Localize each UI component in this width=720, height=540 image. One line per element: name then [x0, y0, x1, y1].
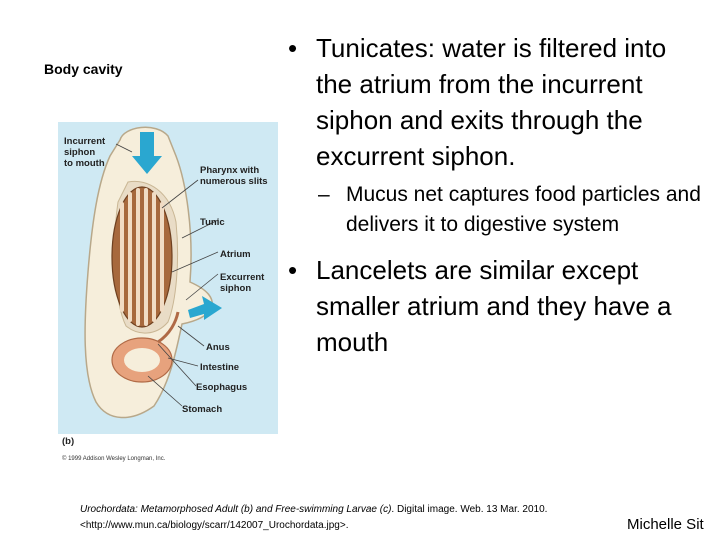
- label-incurrent-1: Incurrent: [64, 136, 106, 147]
- label-intestine: Intestine: [200, 362, 239, 373]
- pharynx-slits: [120, 188, 164, 326]
- label-anus: Anus: [206, 342, 230, 353]
- bullet-dot-icon: •: [288, 255, 298, 285]
- bullet-dot-icon: •: [288, 33, 298, 63]
- label-tunic: Tunic: [200, 217, 225, 228]
- bullet-lancelets-text: Lancelets are similar except smaller atr…: [316, 255, 672, 357]
- label-esophagus: Esophagus: [196, 382, 247, 393]
- label-stomach: Stomach: [182, 404, 222, 415]
- label-pharynx-1: Pharynx with: [200, 165, 259, 176]
- label-excurrent-1: Excurrent: [220, 272, 265, 283]
- slide-title: Body cavity: [44, 61, 123, 77]
- bullet-lancelets: • Lancelets are similar except smaller a…: [288, 252, 708, 360]
- incurrent-arrow: [132, 132, 162, 174]
- image-citation: Urochordata: Metamorphosed Adult (b) and…: [80, 502, 550, 534]
- figure-copyright: © 1999 Addison Wesley Longman, Inc.: [62, 455, 166, 462]
- label-incurrent-2: siphon: [64, 147, 95, 158]
- intestine-loop: [124, 348, 160, 372]
- label-panel: (b): [62, 436, 74, 447]
- sub-bullet-mucus-text: Mucus net captures food particles and de…: [346, 183, 701, 236]
- bullet-dash-icon: –: [318, 183, 330, 206]
- label-excurrent-2: siphon: [220, 283, 251, 294]
- pharynx: [111, 186, 173, 328]
- label-pharynx-2: numerous slits: [200, 176, 268, 187]
- tunicate-illustration: Incurrent siphon to mouth Pharynx with n…: [58, 122, 278, 462]
- tunicate-diagram: Incurrent siphon to mouth Pharynx with n…: [58, 122, 278, 466]
- bullet-tunicates-text: Tunicates: water is filtered into the at…: [316, 33, 667, 171]
- sub-bullet-mucus: – Mucus net captures food particles and …: [288, 180, 708, 240]
- bullet-list: • Tunicates: water is filtered into the …: [288, 30, 708, 360]
- leader-lines: [115, 143, 219, 407]
- citation-title: Urochordata: Metamorphosed Adult (b) and…: [80, 504, 392, 515]
- intestine-tube: [157, 311, 180, 344]
- label-incurrent-3: to mouth: [64, 158, 105, 169]
- author-name: Michelle Sit: [627, 516, 704, 533]
- bullet-tunicates: • Tunicates: water is filtered into the …: [288, 30, 708, 174]
- citation-rest: . Digital image. Web. 13 Mar. 2010. <htt…: [80, 504, 548, 531]
- excurrent-arrow: [188, 296, 222, 320]
- label-atrium: Atrium: [220, 249, 251, 260]
